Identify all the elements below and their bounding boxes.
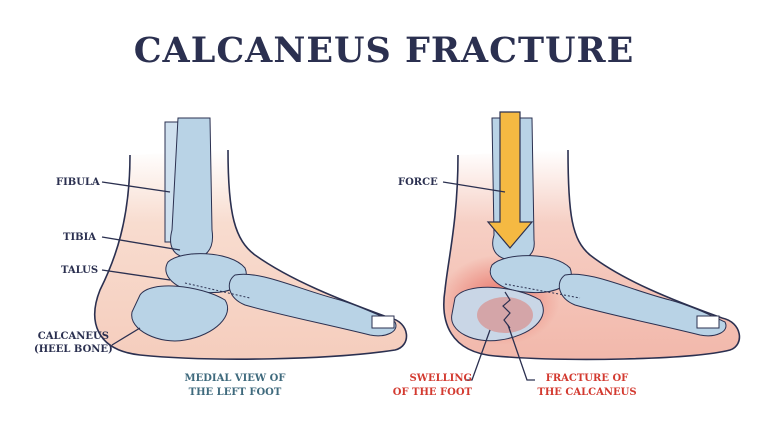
caption-medial-line1: MEDIAL VIEW OF — [184, 373, 286, 384]
label-fibula: FIBULA — [56, 177, 100, 188]
caption-fracture-line1: FRACTURE OF — [545, 373, 629, 384]
caption-fracture-line2: THE CALCANEUS — [537, 387, 637, 398]
label-calcaneus: CALCANEUS (HEEL BONE) — [34, 330, 113, 356]
caption-swelling-line1: SWELLING — [409, 373, 473, 384]
label-tibia: TIBIA — [63, 232, 97, 243]
caption-fracture: FRACTURE OF THE CALCANEUS — [537, 372, 637, 400]
label-calcaneus-line1: CALCANEUS — [37, 331, 109, 342]
label-calcaneus-line2: (HEEL BONE) — [34, 344, 113, 355]
caption-medial-line2: THE LEFT FOOT — [188, 387, 282, 398]
left-foot — [94, 117, 408, 360]
caption-medial-view: MEDIAL VIEW OF THE LEFT FOOT — [180, 372, 290, 400]
caption-swelling-line2: OF THE FOOT — [392, 387, 472, 398]
diagram-title: CALCANEUS FRACTURE — [133, 30, 635, 71]
label-talus: TALUS — [61, 265, 99, 276]
caption-swelling: SWELLING OF THE FOOT — [392, 372, 472, 400]
right-foot — [440, 111, 741, 381]
force-arrow-icon — [486, 111, 534, 249]
label-force: FORCE — [398, 177, 438, 188]
